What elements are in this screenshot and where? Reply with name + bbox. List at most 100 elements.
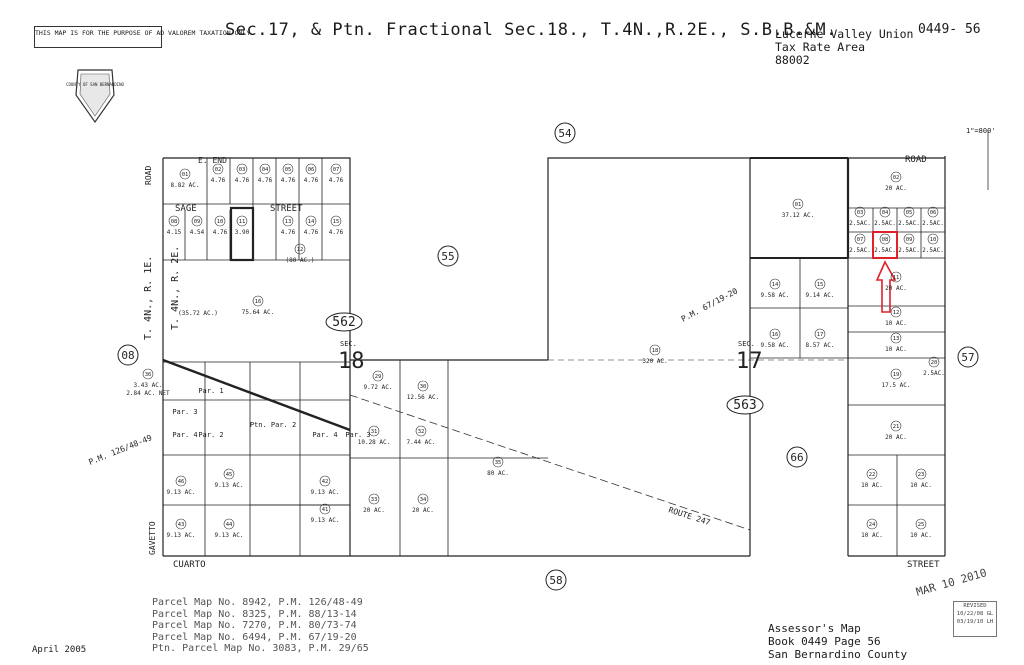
svg-text:07: 07 xyxy=(857,237,864,243)
parcel-label: 074.76 xyxy=(329,163,344,184)
cuarto-label: CUARTO xyxy=(173,560,206,570)
svg-text:07: 07 xyxy=(333,167,340,173)
svg-text:2.5AC.: 2.5AC. xyxy=(874,220,896,227)
parcel-label: 169.58 AC. xyxy=(761,328,790,349)
par-label: Par. 2 xyxy=(198,431,223,439)
parcel-label: 018.82 AC. xyxy=(171,168,200,189)
route-247-line xyxy=(349,394,751,531)
tra-number: 88002 xyxy=(775,53,810,67)
subject-parcel-highlight xyxy=(872,231,898,313)
svg-text:14: 14 xyxy=(308,219,315,225)
svg-text:4.76: 4.76 xyxy=(211,177,226,184)
parcel-label: 202.5AC. xyxy=(923,356,945,377)
svg-text:17: 17 xyxy=(817,332,824,338)
tax-rate-area-label: Tax Rate Area xyxy=(775,40,866,54)
parcel-label: 363.43 AC. xyxy=(134,368,163,389)
section-17-label: 17 xyxy=(736,349,763,374)
svg-text:29: 29 xyxy=(375,374,382,380)
book-page-number: 0449- 56 xyxy=(918,22,981,37)
parcel-label: 469.13 AC. xyxy=(167,475,196,496)
parcel-label: 052.5AC. xyxy=(898,206,920,227)
pm-right-label: P.M. 67/19-20 xyxy=(680,286,740,323)
svg-text:03: 03 xyxy=(239,167,246,173)
section-lines xyxy=(162,156,946,557)
svg-text:04: 04 xyxy=(262,167,269,173)
svg-text:24: 24 xyxy=(869,522,876,528)
svg-text:9.13 AC.: 9.13 AC. xyxy=(311,517,340,524)
parcel-label: 082.5AC. xyxy=(874,233,896,254)
parcel-label: 419.13 AC. xyxy=(311,503,340,524)
parcel-labels: 018.82 AC.024.76034.76044.76054.76064.76… xyxy=(126,163,945,539)
parcel-map-item: Parcel Map No. 8942, P.M. 126/48-49 xyxy=(152,597,363,608)
svg-text:4.76: 4.76 xyxy=(329,177,344,184)
svg-text:(80 AC.): (80 AC.) xyxy=(286,257,315,264)
svg-text:06: 06 xyxy=(930,210,937,216)
parcel-label: 062.5AC. xyxy=(922,206,944,227)
svg-text:21: 21 xyxy=(893,424,900,430)
svg-text:11: 11 xyxy=(893,275,900,281)
svg-text:10 AC.: 10 AC. xyxy=(885,346,907,353)
svg-text:17.5 AC.: 17.5 AC. xyxy=(882,382,911,389)
svg-text:9.58 AC.: 9.58 AC. xyxy=(761,342,790,349)
parcel-label: 092.5AC. xyxy=(898,233,920,254)
svg-text:15: 15 xyxy=(817,282,824,288)
svg-text:2.5AC.: 2.5AC. xyxy=(898,220,920,227)
parcel-label: 178.57 AC. xyxy=(806,328,834,349)
svg-text:10 AC.: 10 AC. xyxy=(861,532,883,539)
svg-text:35: 35 xyxy=(495,460,502,466)
svg-text:20 AC.: 20 AC. xyxy=(885,185,907,192)
revised-title: REVISED xyxy=(963,603,987,609)
parcel-label: 032.5AC. xyxy=(849,206,871,227)
svg-text:16: 16 xyxy=(255,299,262,305)
parcel-label: 439.13 AC. xyxy=(167,518,195,539)
township2-label: T. 4N., R. 2E. xyxy=(170,246,181,330)
svg-text:4.76: 4.76 xyxy=(235,177,250,184)
parcel-map-item: Parcel Map No. 6494, P.M. 67/19-20 xyxy=(152,631,357,643)
parcel-label: 064.76 xyxy=(304,163,319,184)
parcel-label: 084.15 xyxy=(167,215,182,236)
svg-text:3.43 AC.: 3.43 AC. xyxy=(134,382,163,389)
svg-text:10 AC.: 10 AC. xyxy=(861,482,883,489)
svg-text:2.5AC.: 2.5AC. xyxy=(849,220,871,227)
street-label: STREET xyxy=(270,204,303,214)
page-ref-circle: 57 xyxy=(957,346,979,368)
revised-entry: 10/22/08 GL xyxy=(956,611,994,617)
parcel-label: 104.76 xyxy=(213,215,228,236)
svg-text:8.82 AC.: 8.82 AC. xyxy=(171,182,200,189)
svg-text:2.5AC.: 2.5AC. xyxy=(849,247,871,254)
svg-text:562: 562 xyxy=(332,315,355,330)
svg-text:34: 34 xyxy=(420,497,427,503)
svg-text:30: 30 xyxy=(420,384,427,390)
svg-text:9.14 AC.: 9.14 AC. xyxy=(806,292,835,299)
svg-text:10: 10 xyxy=(930,237,937,243)
parcel-label: 01 37.12 AC. xyxy=(782,198,815,219)
svg-text:(35.72 AC.): (35.72 AC.) xyxy=(178,310,218,317)
book-page: Book 0449 Page 56 xyxy=(768,635,881,648)
svg-text:08: 08 xyxy=(171,219,178,225)
route-label: ROUTE 247 xyxy=(667,505,711,527)
parcel-map-item: Parcel Map No. 7270, P.M. 80/73-74 xyxy=(152,620,357,631)
par-label: Par. 1 xyxy=(198,387,223,395)
svg-text:10: 10 xyxy=(217,219,224,225)
svg-text:37.12 AC.: 37.12 AC. xyxy=(782,212,815,219)
parcel-label: 113.90 xyxy=(235,215,250,236)
parcel-label: 154.76 xyxy=(329,215,344,236)
svg-text:9.13 AC.: 9.13 AC. xyxy=(167,489,196,496)
parcel-label: 102.5AC. xyxy=(922,233,944,254)
parcel-map-list: Parcel Map No. 8942, P.M. 126/48-49 Parc… xyxy=(152,597,369,655)
svg-text:01: 01 xyxy=(795,202,802,208)
svg-text:45: 45 xyxy=(226,472,233,478)
page-ref-circle: 08 xyxy=(117,344,139,366)
svg-text:9.13 AC.: 9.13 AC. xyxy=(311,489,340,496)
svg-text:19: 19 xyxy=(893,372,900,378)
page-ref-circle: 54 xyxy=(554,122,576,144)
svg-text:31: 31 xyxy=(371,429,378,435)
parcel-label: 449.13 AC. xyxy=(215,518,243,539)
svg-text:43: 43 xyxy=(178,522,185,528)
